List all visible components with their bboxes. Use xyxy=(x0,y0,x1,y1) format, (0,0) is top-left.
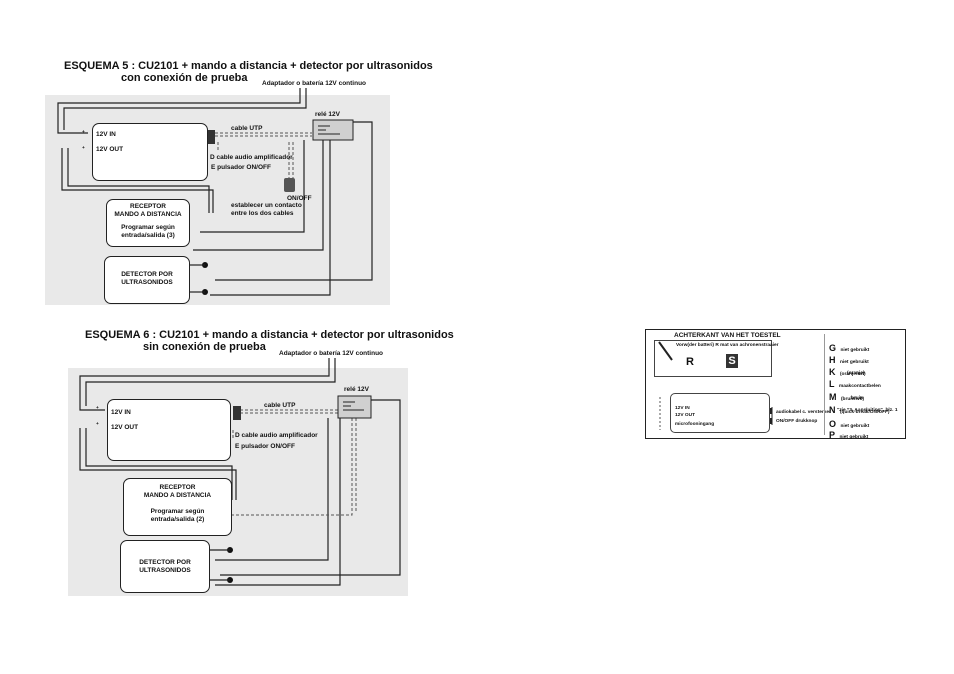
legend-item-k: K (oranje/wit) xyxy=(829,362,866,380)
legend-text: (oranje/wit) xyxy=(839,372,866,377)
legend-item-l: L maakcontactbelen xyxy=(829,374,881,392)
legend-item-g: G niet gebruikt xyxy=(829,338,869,356)
legend-item-m: M (bruin/wit) xyxy=(829,387,864,405)
schema5-detector-line1: DETECTOR POR xyxy=(121,271,173,278)
legend-text: (quick-break/ON/OFF) xyxy=(839,410,890,415)
legend-text: (bruin/wit) xyxy=(840,397,865,402)
schema5-audio-cable: D cable audio amplificador xyxy=(210,154,293,161)
back-panel-in: 12V IN xyxy=(675,406,690,411)
schema5-power-label: Adaptador o batería 12V continuo xyxy=(262,80,367,87)
legend-letter: L xyxy=(829,379,835,389)
schema5-detector-line2: ULTRASONIDOS xyxy=(121,279,173,286)
legend-item-h: H niet gebruikt xyxy=(829,350,869,368)
legend-item-l-top: (oranje) xyxy=(847,371,865,376)
schema5-program-line2: entrada/salida (3) xyxy=(121,232,175,239)
schema6-receiver-line1: RECEPTOR xyxy=(159,484,196,491)
schema6-detector-line1: DETECTOR POR xyxy=(139,559,191,566)
schema6-plus-out: + xyxy=(96,422,99,427)
legend-item-p: P niet gebruikt xyxy=(829,425,868,443)
legend-text: maakcontactbelen xyxy=(838,384,881,389)
back-panel-mic: microfooningang xyxy=(675,422,715,427)
schema6-out-label: 12V OUT xyxy=(111,424,139,431)
back-panel-s: S xyxy=(726,354,738,368)
schema6-cable-utp: cable UTP xyxy=(264,402,296,409)
legend-item-n: N (quick-break/ON/OFF) xyxy=(829,400,890,418)
legend-text: niet gebruikt xyxy=(840,348,870,353)
schema5-relay-label: relé 12V xyxy=(315,111,340,118)
schema5-in-label: 12V IN xyxy=(96,131,116,138)
schema5-plus-in: + xyxy=(82,130,85,135)
schema6-detector: DETECTOR POR ULTRASONIDOS xyxy=(120,540,210,593)
legend-letter: N xyxy=(829,405,836,415)
legend-item-n-extra: "zie "3. Aansluiting", blz. 1 xyxy=(837,408,898,413)
legend-letter: P xyxy=(829,430,836,440)
schema6-detector-line2: ULTRASONIDOS xyxy=(139,567,191,574)
schema6-receiver: RECEPTOR MANDO A DISTANCIA Programar seg… xyxy=(123,478,232,536)
schema5-cable-utp: cable UTP xyxy=(231,125,263,132)
back-panel-audio: audiokabel c. versterker xyxy=(776,410,831,415)
schema5-main-unit xyxy=(92,123,208,181)
schema6-in-label: 12V IN xyxy=(111,409,131,416)
schema5-contact-note-2: entre los dos cables xyxy=(231,210,294,217)
back-panel-wiring xyxy=(658,341,777,430)
legend-letter: O xyxy=(829,419,837,429)
schema6-power-label: Adaptador o batería 12V continuo xyxy=(279,350,384,357)
legend-text: niet gebruikt xyxy=(839,435,869,440)
schema5-out-label: 12V OUT xyxy=(96,146,124,153)
schema6-pushbutton: E pulsador ON/OFF xyxy=(235,443,295,450)
schema6-relay-label: relé 12V xyxy=(344,386,369,393)
back-panel-fuse-note: Vorw(der batteri) R mat van achronenstra… xyxy=(676,343,779,348)
legend-text: niet gebruikt xyxy=(839,360,869,365)
schema6-receiver-line2: MANDO A DISTANCIA xyxy=(143,492,212,499)
schema6-main-unit xyxy=(107,399,231,461)
schema5-plus-out: + xyxy=(82,146,85,151)
schema6-plus-in: + xyxy=(96,406,99,411)
schema5-onoff: ON/OFF xyxy=(287,195,312,202)
schema5-pushbutton: E pulsador ON/OFF xyxy=(211,164,271,171)
schema6-title-line1: ESQUEMA 6 : CU2101 + mando a distancia +… xyxy=(85,329,454,341)
schema6-title-line2: sin conexión de prueba xyxy=(143,341,266,353)
back-panel-legend: G niet gebruikt H niet gebruikt K (oranj… xyxy=(824,334,905,440)
legend-letter: H xyxy=(829,355,836,365)
schema5-receiver: RECEPTOR MANDO A DISTANCIA Programar seg… xyxy=(106,199,190,247)
legend-item-o: O niet gebruikt xyxy=(829,414,869,432)
legend-item-n-top: bruin xyxy=(851,396,863,401)
schema6-program-line2: entrada/salida (2) xyxy=(150,516,205,523)
schema5-receiver-line2: MANDO A DISTANCIA xyxy=(114,211,182,218)
schema5-contact-note-1: establecer un contacto xyxy=(231,202,302,209)
back-panel-fuse-area xyxy=(654,340,772,377)
schema5-receiver-line1: RECEPTOR xyxy=(130,203,166,210)
back-panel-title: ACHTERKANT VAN HET TOESTEL xyxy=(674,332,781,339)
schema6-program-line1: Programar según xyxy=(150,508,205,515)
back-panel: ACHTERKANT VAN HET TOESTEL Vorw(der batt… xyxy=(645,329,906,440)
legend-letter: G xyxy=(829,343,837,353)
schema5-program-line1: Programar según xyxy=(121,224,175,231)
schema5-title-line1: ESQUEMA 5 : CU2101 + mando a distancia +… xyxy=(64,60,433,72)
back-panel-out: 12V OUT xyxy=(675,413,695,418)
back-panel-onoff: ON/OFF drukknop xyxy=(776,419,818,424)
back-panel-unit xyxy=(670,393,770,433)
schema5-title-line2: con conexión de prueba xyxy=(121,72,248,84)
legend-letter: K xyxy=(829,367,836,377)
legend-text: niet gebruikt xyxy=(840,424,870,429)
back-panel-r: R xyxy=(686,356,694,368)
schema5-detector: DETECTOR POR ULTRASONIDOS xyxy=(104,256,190,304)
schema6-audio-cable: D cable audio amplificador xyxy=(235,432,318,439)
legend-letter: M xyxy=(829,392,837,402)
